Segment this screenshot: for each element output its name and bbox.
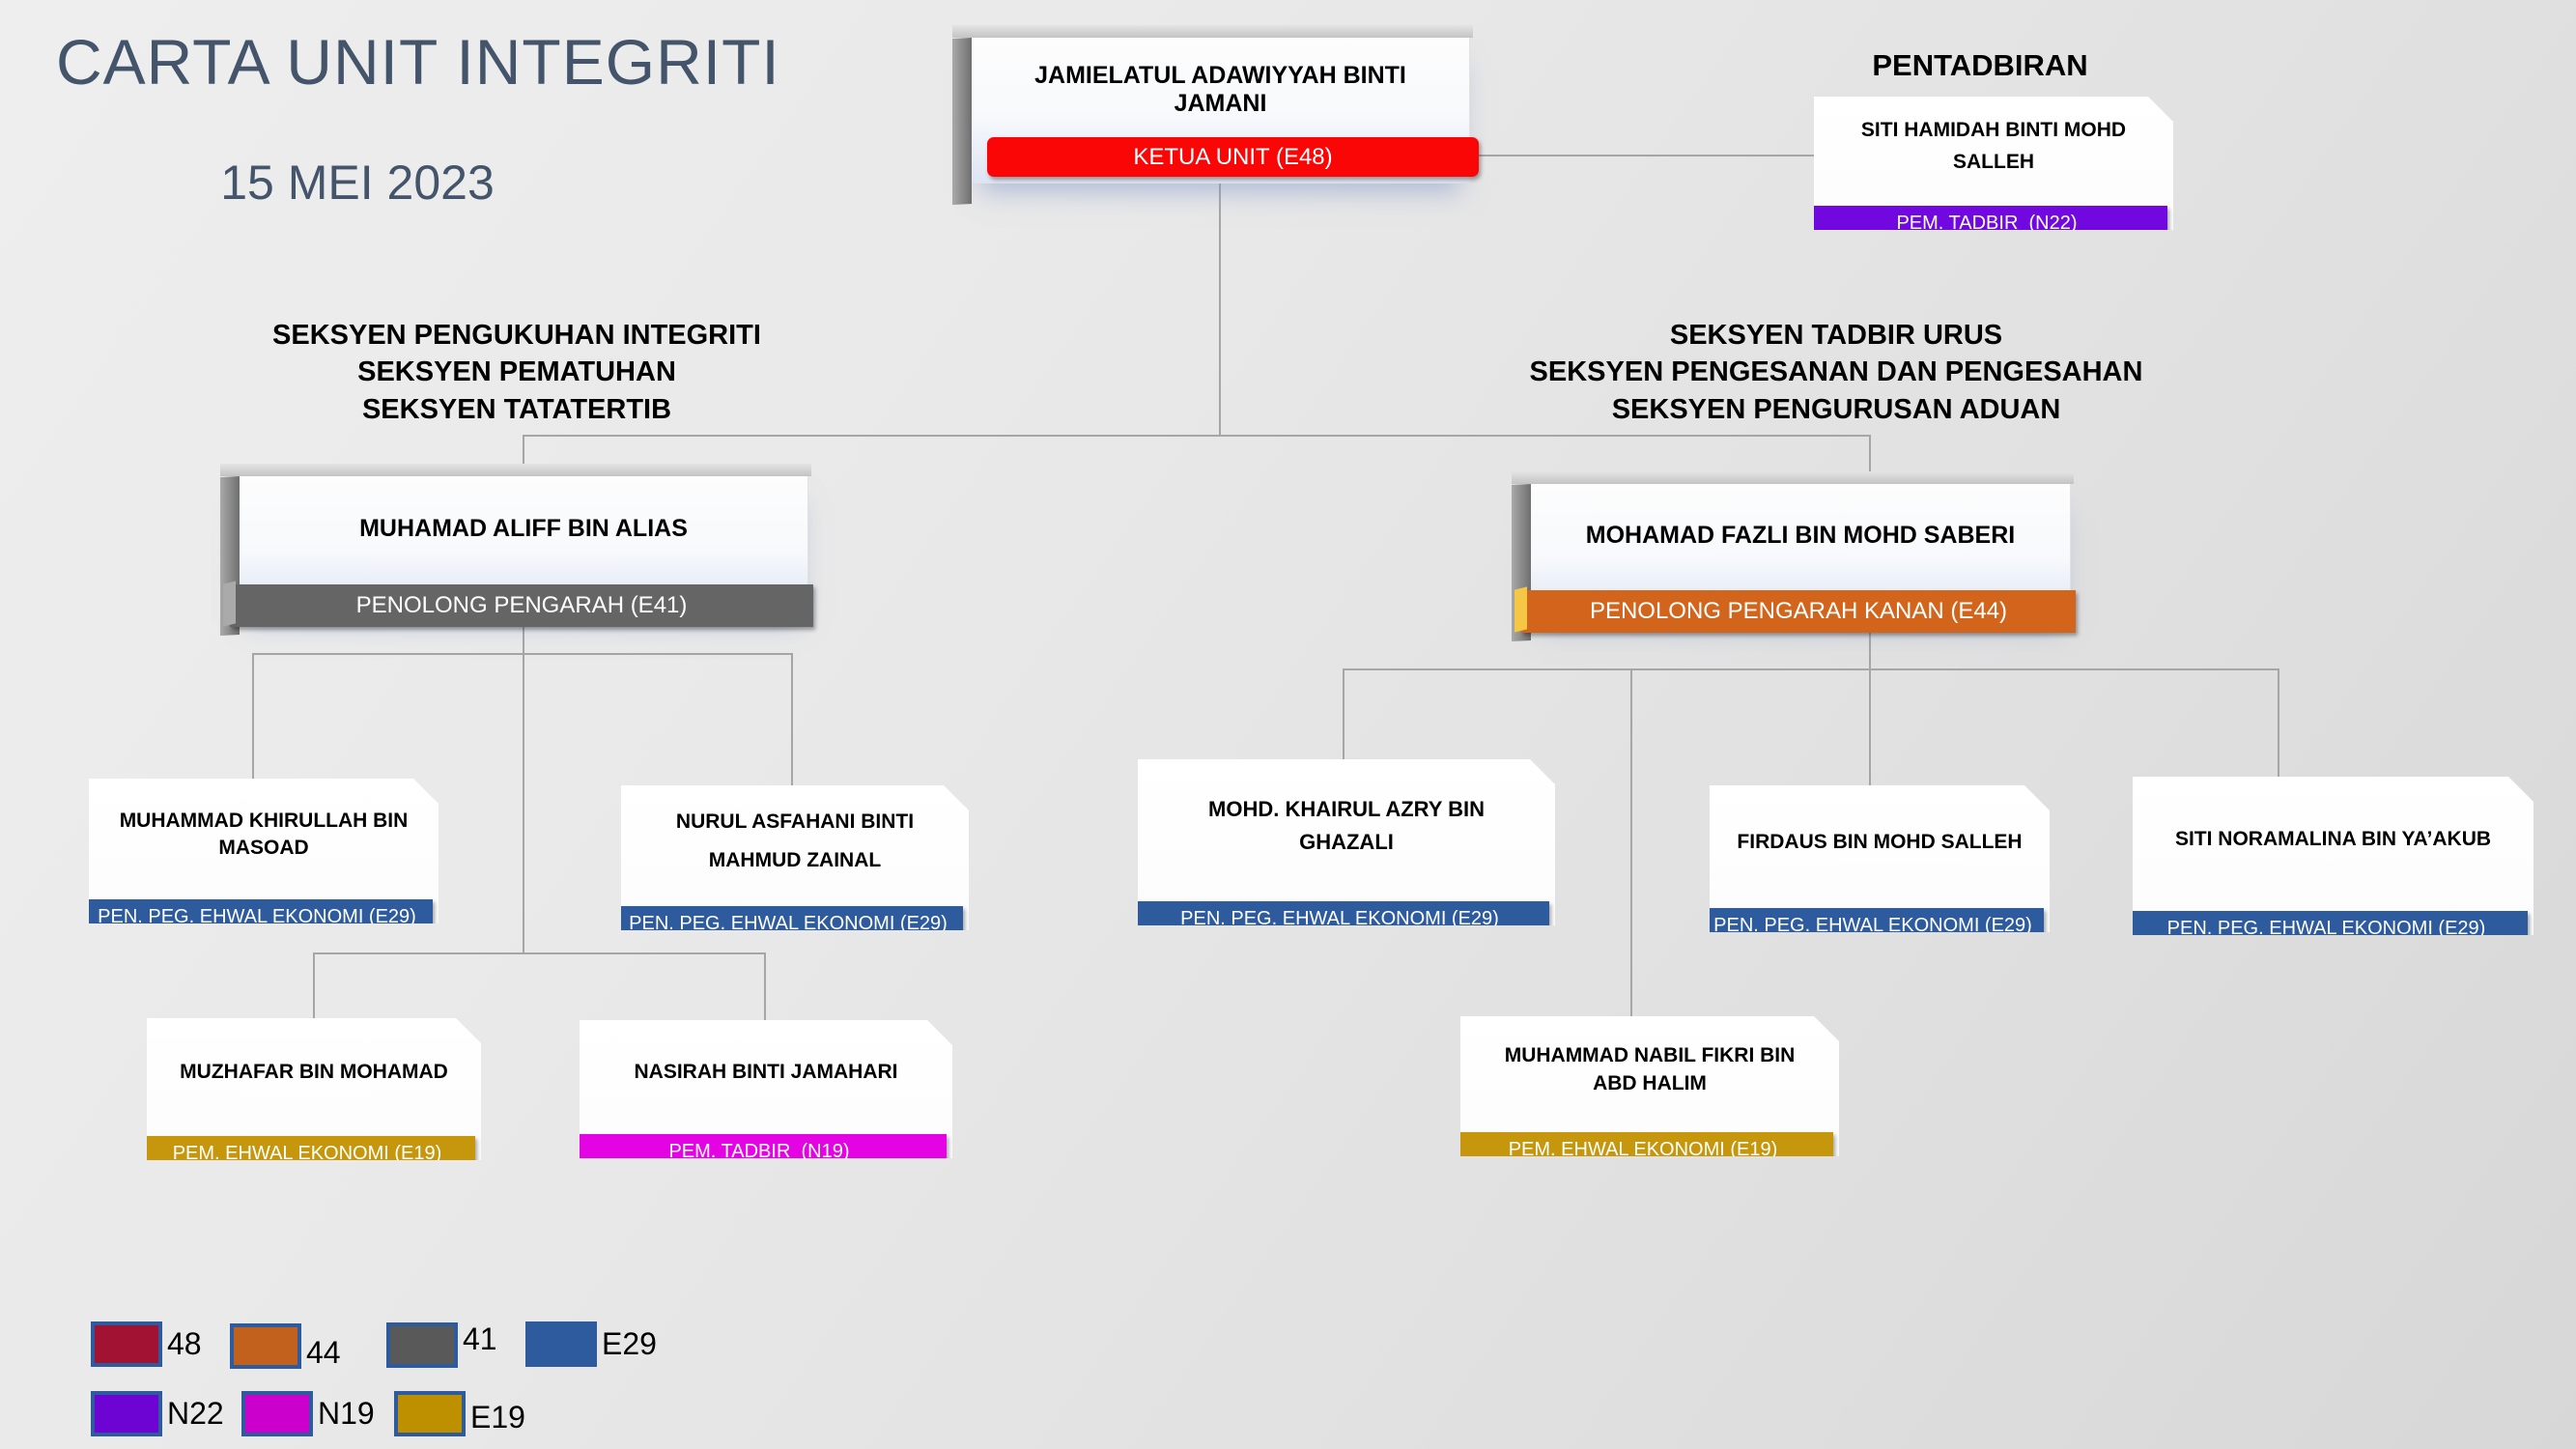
org-box-nurul: NURUL ASFAHANI BINTI MAHMUD ZAINAL PEN. … [621, 785, 969, 930]
legend-label: N22 [167, 1396, 224, 1431]
role-ribbon: PEM. EHWAL EKONOMI (E19) [139, 1136, 475, 1172]
person-name: MUHAMMAD NABIL FIKRI BIN ABD HALIM [1504, 1044, 1796, 1094]
person-name: JAMIELATUL ADAWIYYAH BINTI JAMANI [1034, 62, 1406, 117]
role-ribbon: PENOLONG PENGARAH (E41) [230, 584, 813, 627]
chart-date: 15 MEI 2023 [220, 156, 495, 210]
person-name: MUZHAFAR BIN MOHAMAD [180, 1061, 448, 1084]
person-name: FIRDAUS BIN MOHD SALLEH [1737, 830, 2023, 853]
connector-to-nabil [1630, 668, 1632, 1018]
right-section-header: SEKSYEN TADBIR URUS SEKSYEN PENGESANAN D… [1488, 317, 2184, 428]
connector-right-bus [1343, 668, 2279, 670]
legend-swatch [241, 1391, 313, 1436]
role-ribbon: PENOLONG PENGARAH KANAN (E44) [1521, 590, 2076, 633]
legend-label: E19 [470, 1400, 525, 1435]
legend-item-n19: N19 [241, 1391, 375, 1436]
org-box-khairul: MOHD. KHAIRUL AZRY BIN GHAZALI PEN. PEG.… [1138, 759, 1555, 925]
person-name: NURUL ASFAHANI BINTI MAHMUD ZAINAL [675, 810, 915, 871]
connector-left-bus-2 [313, 952, 766, 954]
connector-to-khirullah [252, 653, 254, 781]
person-name: MUHAMMAD KHIRULLAH BIN MASOAD [119, 809, 409, 859]
legend-label: E29 [602, 1326, 657, 1361]
legend-swatch [91, 1391, 162, 1436]
org-box-pem-tadbir-n22: SITI HAMIDAH BINTI MOHD SALLEH PEM. TADB… [1814, 97, 2173, 230]
admin-section-label: PENTADBIRAN [1872, 48, 2088, 82]
connector-to-nurul [791, 653, 793, 787]
role-ribbon: PEN. PEG. EHWAL EKONOMI (E29) [2125, 911, 2528, 947]
person-name: NASIRAH BINTI JAMAHARI [634, 1061, 898, 1084]
org-box-khirullah: MUHAMMAD KHIRULLAH BIN MASOAD PEN. PEG. … [89, 779, 439, 923]
legend-label: 48 [167, 1326, 202, 1361]
connector-aliff-down [523, 599, 524, 954]
section-line: SEKSYEN PEMATUHAN [357, 356, 676, 388]
org-box-firdaus: FIRDAUS BIN MOHD SALLEH PEN. PEG. EHWAL … [1710, 785, 2050, 932]
org-box-penolong-pengarah-kanan: MOHAMAD FAZLI BIN MOHD SABERI PENOLONG P… [1512, 471, 2076, 633]
connector-to-noramalina [2278, 668, 2279, 779]
legend-label: 41 [463, 1321, 497, 1356]
legend-swatch [394, 1391, 466, 1436]
section-line: SEKSYEN PENGUKUHAN INTEGRITI [272, 320, 761, 351]
role-ribbon: PEM. TADBIR (N19) [572, 1134, 947, 1170]
connector-to-khairul [1343, 668, 1345, 761]
legend-swatch [386, 1322, 458, 1368]
person-name: MUHAMAD ALIFF BIN ALIAS [359, 514, 688, 542]
role-ribbon: PEN. PEG. EHWAL EKONOMI (E29) [1130, 901, 1549, 937]
legend-swatch [230, 1323, 301, 1369]
section-line: SEKSYEN TADBIR URUS [1669, 320, 2003, 351]
org-box-nasirah: NASIRAH BINTI JAMAHARI PEM. TADBIR (N19) [580, 1020, 952, 1158]
connector-to-muzhafar [313, 952, 315, 1020]
connector-left-bus-1 [252, 653, 793, 655]
legend-item-e29: E29 [525, 1321, 657, 1367]
person-name: MOHD. KHAIRUL AZRY BIN GHAZALI [1208, 796, 1485, 854]
legend-item-n22: N22 [91, 1391, 224, 1436]
role-ribbon: PEN. PEG. EHWAL EKONOMI (E29) [613, 906, 963, 942]
legend-item-48: 48 [91, 1321, 202, 1367]
section-line: SEKSYEN TATATERTIB [361, 393, 672, 425]
role-ribbon: PEN. PEG. EHWAL EKONOMI (E29) [1702, 908, 2044, 944]
connector-to-aliff [523, 435, 524, 477]
org-box-muzhafar: MUZHAFAR BIN MOHAMAD PEM. EHWAL EKONOMI … [147, 1018, 481, 1160]
person-name: SITI HAMIDAH BINTI MOHD SALLEH [1860, 119, 2127, 173]
legend-swatch [91, 1321, 162, 1367]
left-section-header: SEKSYEN PENGUKUHAN INTEGRITI SEKSYEN PEM… [203, 317, 831, 428]
org-box-nabil: MUHAMMAD NABIL FIKRI BIN ABD HALIM PEM. … [1460, 1016, 1839, 1156]
person-name: SITI NORAMALINA BIN YA’AKUB [2174, 827, 2492, 850]
section-line: SEKSYEN PENGESANAN DAN PENGESAHAN [1529, 356, 2143, 388]
connector-ketua-pentadbiran [1468, 155, 1814, 156]
connector-to-nasirah [764, 952, 766, 1022]
section-line: SEKSYEN PENGURUSAN ADUAN [1611, 393, 2061, 425]
legend-item-e19: E19 [394, 1391, 525, 1436]
role-ribbon: PEM. EHWAL EKONOMI (E19) [1453, 1132, 1833, 1168]
org-box-noramalina: SITI NORAMALINA BIN YA’AKUB PEN. PEG. EH… [2133, 777, 2534, 935]
org-box-penolong-pengarah: MUHAMAD ALIFF BIN ALIAS PENOLONG PENGARA… [220, 464, 813, 627]
org-box-ketua-unit: JAMIELATUL ADAWIYYAH BINTI JAMANI KETUA … [952, 25, 1479, 184]
legend-label: N19 [318, 1396, 375, 1431]
legend-item-44: 44 [230, 1321, 341, 1371]
person-name: MOHAMAD FAZLI BIN MOHD SABERI [1585, 521, 2016, 549]
legend-label: 44 [306, 1335, 341, 1370]
role-ribbon: PEN. PEG. EHWAL EKONOMI (E29) [81, 899, 433, 935]
connector-ketua-down [1219, 180, 1221, 435]
role-ribbon: PEM. TADBIR (N22) [1806, 206, 2167, 242]
role-ribbon: KETUA UNIT (E48) [987, 137, 1479, 177]
connector-top-bus [523, 435, 1871, 437]
chart-title: CARTA UNIT INTEGRITI [56, 26, 780, 98]
legend-item-41: 41 [386, 1321, 497, 1369]
legend-swatch [525, 1321, 597, 1367]
